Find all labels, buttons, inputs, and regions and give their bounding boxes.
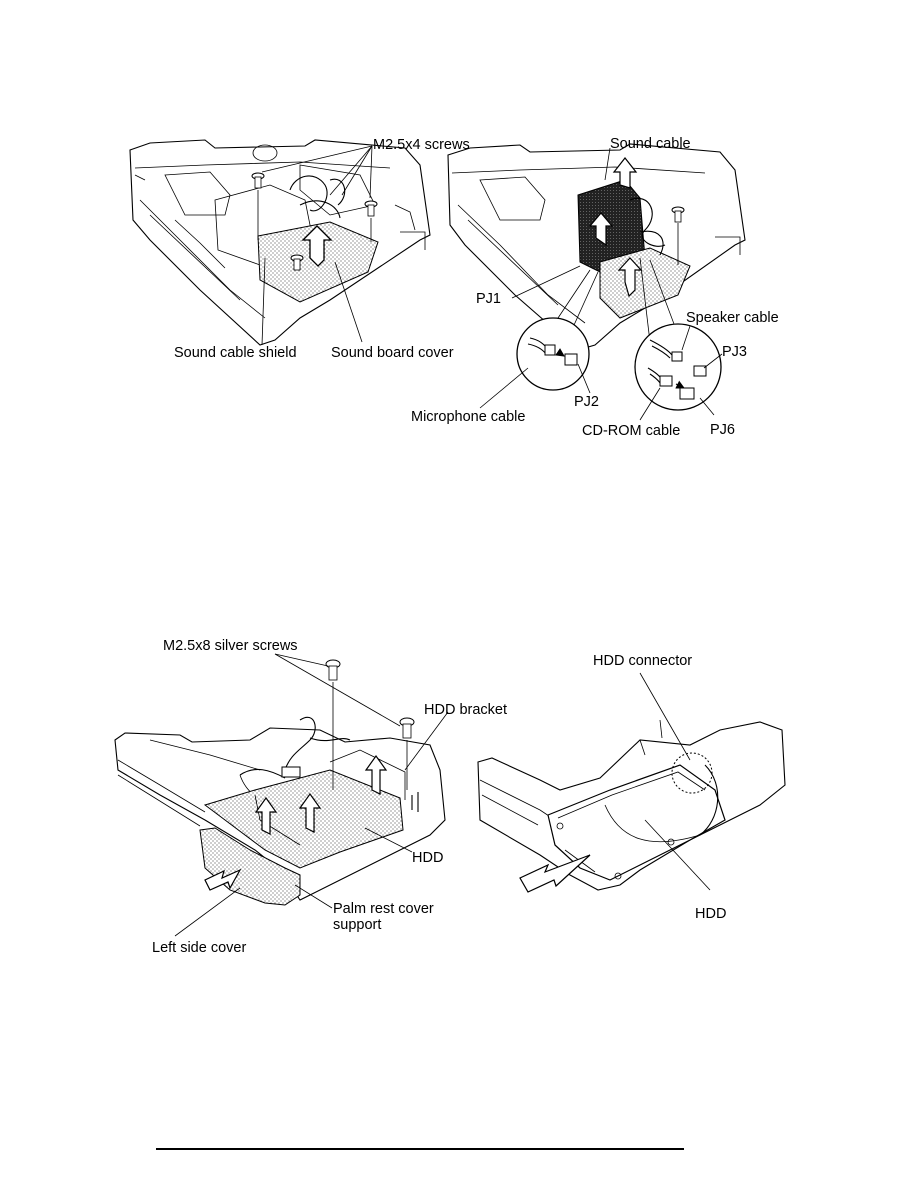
- sound-cable-drawing: [447, 143, 746, 351]
- label-speaker-cable: Speaker cable: [686, 310, 779, 326]
- label-pj2: PJ2: [574, 394, 599, 410]
- label-m25x8-silver-screws: M2.5x8 silver screws: [163, 638, 298, 654]
- label-palm-rest-cover-line1: Palm rest cover: [333, 901, 434, 917]
- sound-board-drawing: [129, 139, 431, 346]
- label-pj1: PJ1: [476, 291, 501, 307]
- label-m25x4-screws: M2.5x4 screws: [373, 137, 470, 153]
- hdd-removal-drawing: [114, 653, 449, 937]
- label-sound-board-cover: Sound board cover: [331, 345, 454, 361]
- label-left-side-cover: Left side cover: [152, 940, 246, 956]
- screw-icon: [290, 254, 304, 271]
- screw-icon: [251, 172, 265, 240]
- label-palm-rest-cover-line2: support: [333, 917, 381, 933]
- label-cdrom-cable: CD-ROM cable: [582, 423, 680, 439]
- label-hdd-right: HDD: [695, 906, 726, 922]
- label-hdd-connector: HDD connector: [593, 653, 692, 669]
- screw-icon: [364, 200, 378, 242]
- microphone-cable-detail: [479, 317, 591, 409]
- footer-rule: [156, 1148, 684, 1150]
- label-hdd-bracket: HDD bracket: [424, 702, 507, 718]
- label-sound-cable-shield: Sound cable shield: [174, 345, 297, 361]
- label-sound-cable: Sound cable: [610, 136, 691, 152]
- speaker-cdrom-cable-detail: [634, 323, 723, 421]
- label-pj6: PJ6: [710, 422, 735, 438]
- hdd-slide-out-drawing: [477, 672, 786, 893]
- label-microphone-cable: Microphone cable: [411, 409, 525, 425]
- label-pj3: PJ3: [722, 344, 747, 360]
- label-hdd-left: HDD: [412, 850, 443, 866]
